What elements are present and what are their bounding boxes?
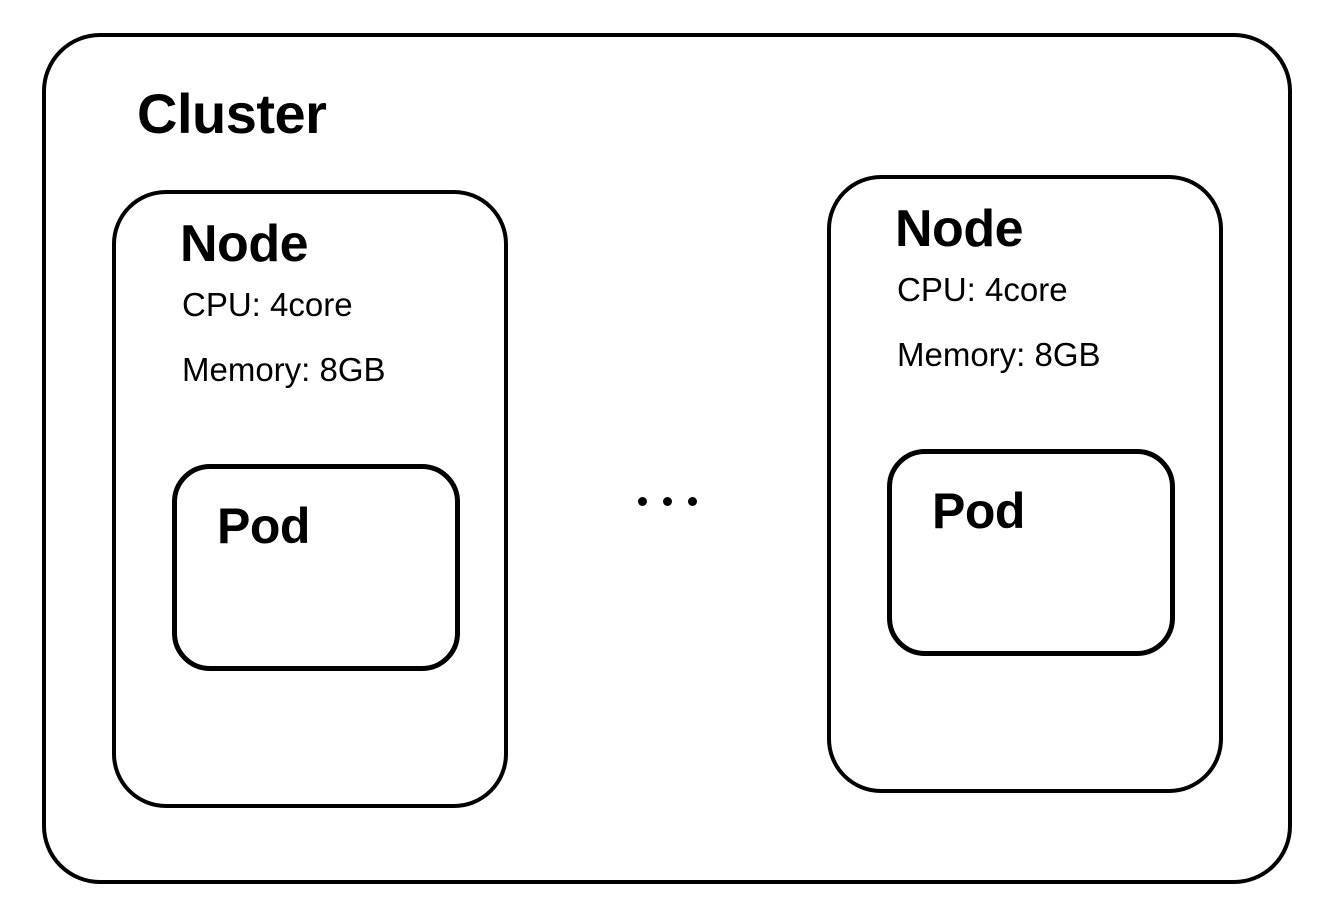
ellipsis-dot bbox=[663, 497, 672, 506]
node-box-right: Node CPU: 4core Memory: 8GB Pod bbox=[827, 175, 1223, 793]
node-memory-spec: Memory: 8GB bbox=[897, 336, 1101, 373]
node-memory-spec: Memory: 8GB bbox=[182, 351, 386, 388]
node-label: Node bbox=[895, 200, 1024, 258]
pod-label: Pod bbox=[217, 498, 310, 554]
more-nodes-ellipsis-icon bbox=[638, 497, 697, 506]
pod-box: Pod bbox=[887, 449, 1175, 656]
node-box-left: Node CPU: 4core Memory: 8GB Pod bbox=[112, 190, 508, 808]
pod-box: Pod bbox=[172, 464, 460, 671]
cluster-label: Cluster bbox=[137, 82, 327, 145]
ellipsis-dot bbox=[688, 497, 697, 506]
pod-label: Pod bbox=[932, 483, 1025, 539]
node-cpu-spec: CPU: 4core bbox=[897, 271, 1068, 308]
ellipsis-dot bbox=[638, 497, 647, 506]
node-label: Node bbox=[180, 215, 309, 273]
cluster-box: Cluster Node CPU: 4core Memory: 8GB Pod … bbox=[42, 33, 1292, 884]
node-cpu-spec: CPU: 4core bbox=[182, 286, 353, 323]
